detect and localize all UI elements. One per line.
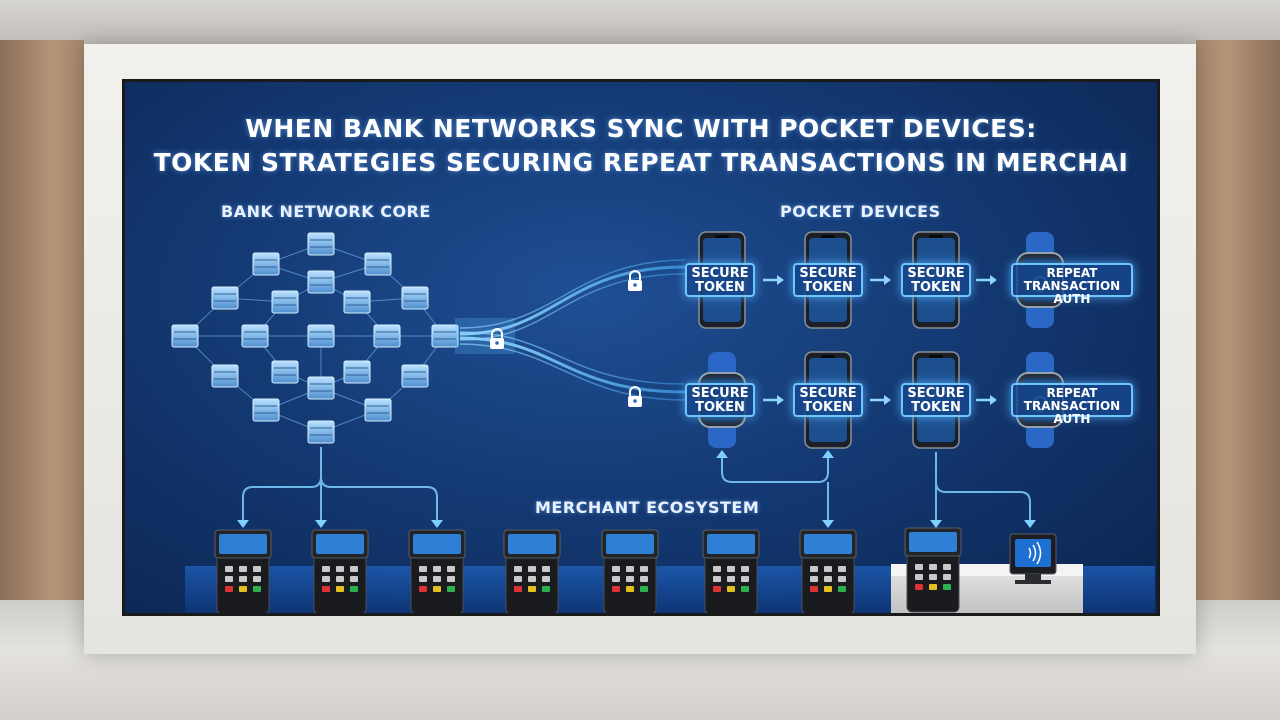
merchant-ecosystem-label: MERCHANT ECOSYSTEM xyxy=(535,498,760,517)
pos-terminal-icon xyxy=(601,529,659,613)
pos-terminal-icon xyxy=(408,529,466,613)
pos-terminal-icon xyxy=(214,529,272,613)
server-node-icon xyxy=(211,364,239,388)
server-node-icon xyxy=(431,324,459,348)
secure-token-badge: SECURE TOKEN xyxy=(901,383,971,417)
server-node-icon xyxy=(307,420,335,444)
server-node-icon xyxy=(364,398,392,422)
server-node-icon xyxy=(401,286,429,310)
server-node-icon xyxy=(252,252,280,276)
server-node-icon xyxy=(343,360,371,384)
flow-diagram xyxy=(171,231,1064,613)
arrow-right-icon xyxy=(868,273,893,287)
lock-icon xyxy=(627,386,643,408)
server-node-icon xyxy=(271,360,299,384)
pocket-devices-label: POCKET DEVICES xyxy=(780,202,941,221)
server-node-icon xyxy=(307,232,335,256)
data-stream xyxy=(455,259,686,401)
server-node-icon xyxy=(401,364,429,388)
repeat-auth-badge: REPEAT TRANSACTION AUTH xyxy=(1011,383,1133,426)
pos-terminal-icon xyxy=(311,529,369,613)
secure-token-badge: SECURE TOKEN xyxy=(685,383,755,417)
display-screen: WHEN BANK NETWORKS SYNC WITH POCKET DEVI… xyxy=(122,79,1160,616)
server-node-icon xyxy=(307,324,335,348)
title-line-2: TOKEN STRATEGIES SECURING REPEAT TRANSAC… xyxy=(153,148,1129,177)
left-wall xyxy=(0,40,84,600)
contactless-icon xyxy=(1028,541,1042,565)
server-node-icon xyxy=(252,398,280,422)
merchant-flows xyxy=(242,447,1031,522)
server-node-icon xyxy=(271,290,299,314)
secure-token-badge: SECURE TOKEN xyxy=(793,383,863,417)
secure-token-badge: SECURE TOKEN xyxy=(685,263,755,297)
server-node-icon xyxy=(307,270,335,294)
arrow-right-icon xyxy=(974,393,999,407)
bank-network-core-label: BANK NETWORK CORE xyxy=(221,202,431,221)
arrow-right-icon xyxy=(761,273,786,287)
server-node-icon xyxy=(373,324,401,348)
pos-terminal-icon xyxy=(702,529,760,613)
repeat-auth-badge: REPEAT TRANSACTION AUTH xyxy=(1011,263,1133,306)
server-node-icon xyxy=(211,286,239,310)
bank-network-nodes xyxy=(171,232,459,444)
server-node-icon xyxy=(307,376,335,400)
arrow-right-icon xyxy=(761,393,786,407)
right-wall xyxy=(1196,40,1280,600)
arrow-right-icon xyxy=(974,273,999,287)
pos-terminal-icon xyxy=(799,529,857,613)
server-node-icon xyxy=(171,324,199,348)
lock-icon xyxy=(627,270,643,292)
ceiling xyxy=(0,0,1280,52)
secure-token-badge: SECURE TOKEN xyxy=(901,263,971,297)
server-node-icon xyxy=(364,252,392,276)
secure-token-badge: SECURE TOKEN xyxy=(793,263,863,297)
pos-terminal-icon xyxy=(503,529,561,613)
server-node-icon xyxy=(241,324,269,348)
pos-terminal-icon xyxy=(904,527,962,613)
arrow-right-icon xyxy=(868,393,893,407)
server-node-icon xyxy=(343,290,371,314)
contactless-reader xyxy=(1009,533,1057,584)
title-line-1: WHEN BANK NETWORKS SYNC WITH POCKET DEVI… xyxy=(245,114,1037,143)
